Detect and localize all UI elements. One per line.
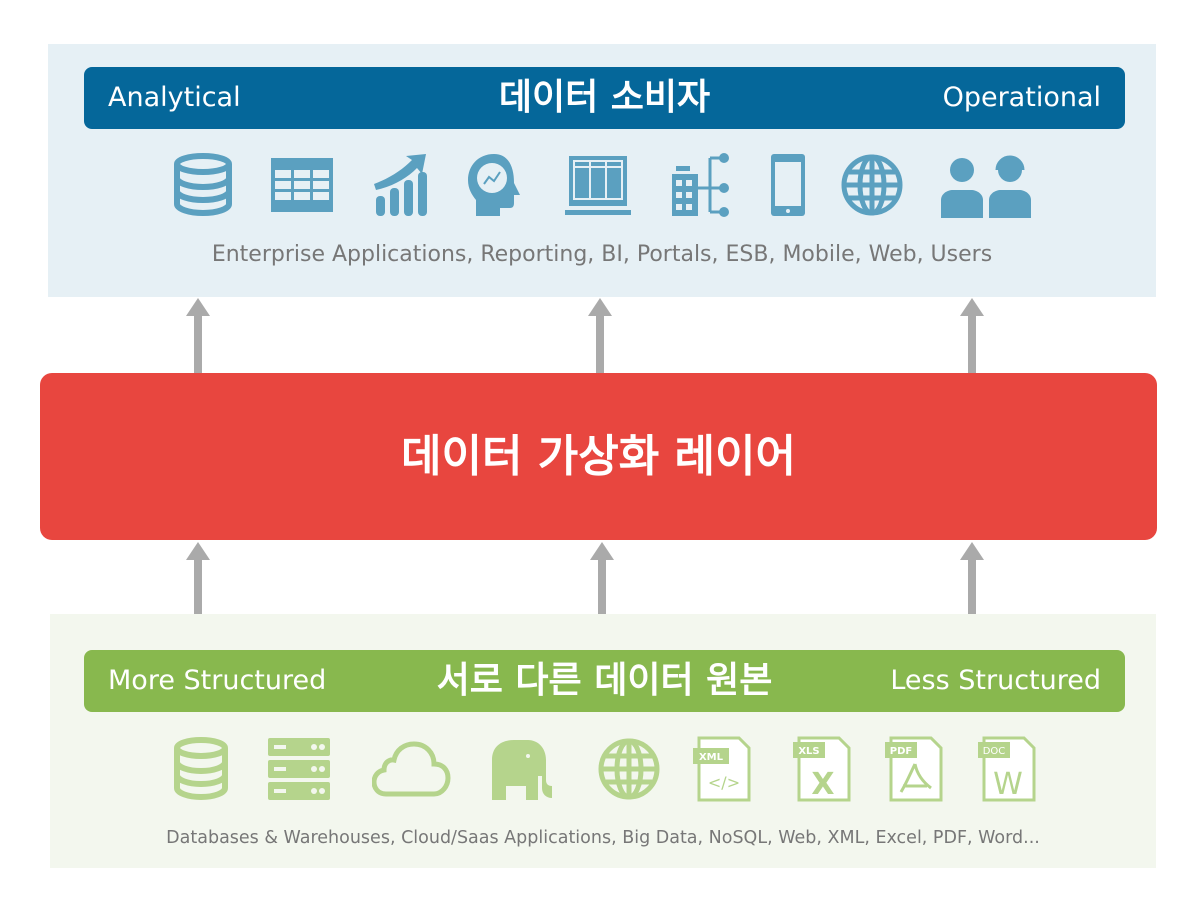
mobile-icon — [771, 154, 805, 216]
w-glyph: W — [993, 767, 1023, 802]
consumers-caption: Enterprise Applications, Reporting, BI, … — [211, 242, 993, 267]
elephant-icon — [492, 740, 552, 800]
virtualization-layer: 데이터 가상화 레이어 — [40, 373, 1157, 540]
head-analytics-icon — [468, 154, 520, 216]
arrow-up-icon — [186, 298, 210, 373]
xml-file-icon: XML </> — [693, 736, 751, 802]
pdf-label: PDF — [890, 746, 912, 757]
operational-label: Operational — [942, 82, 1101, 113]
data-consumers-panel: Analytical 데이터 소비자 Operational Enterpris… — [48, 44, 1156, 297]
dashboard-icon — [565, 156, 631, 215]
consumers-header: Analytical 데이터 소비자 Operational — [84, 67, 1125, 129]
database-icon — [174, 737, 228, 801]
sources-caption: Databases & Warehouses, Cloud/Saas Appli… — [166, 828, 1040, 848]
users-icon — [941, 155, 1031, 218]
arrow-up-icon — [588, 298, 612, 373]
sources-header: More Structured 서로 다른 데이터 원본 Less Struct… — [84, 650, 1125, 712]
server-icon — [268, 738, 330, 800]
arrow-up-icon — [590, 542, 614, 614]
doc-file-icon: DOC W — [978, 736, 1036, 802]
growth-chart-icon — [374, 154, 427, 216]
less-structured-label: Less Structured — [890, 665, 1101, 696]
sources-title: 서로 다른 데이터 원본 — [436, 660, 773, 701]
analytical-label: Analytical — [108, 82, 241, 113]
xls-file-icon: XLS X — [793, 736, 851, 802]
more-structured-label: More Structured — [108, 665, 327, 696]
database-icon — [174, 153, 232, 217]
xls-label: XLS — [798, 746, 819, 757]
x-glyph: X — [811, 767, 834, 802]
arrow-up-icon — [186, 542, 210, 614]
arrow-up-icon — [960, 298, 984, 373]
data-sources-panel: More Structured 서로 다른 데이터 원본 Less Struct… — [50, 614, 1156, 868]
globe-icon — [841, 154, 903, 216]
cloud-icon — [372, 741, 451, 797]
consumers-title: 데이터 소비자 — [498, 77, 711, 118]
globe-icon — [598, 738, 660, 800]
pdf-file-icon: PDF — [885, 736, 943, 802]
doc-label: DOC — [983, 746, 1006, 757]
arrow-up-icon — [960, 542, 984, 614]
table-icon — [271, 158, 333, 212]
building-network-icon — [672, 153, 729, 217]
xml-label: XML — [699, 752, 724, 763]
code-glyph: </> — [708, 773, 740, 792]
